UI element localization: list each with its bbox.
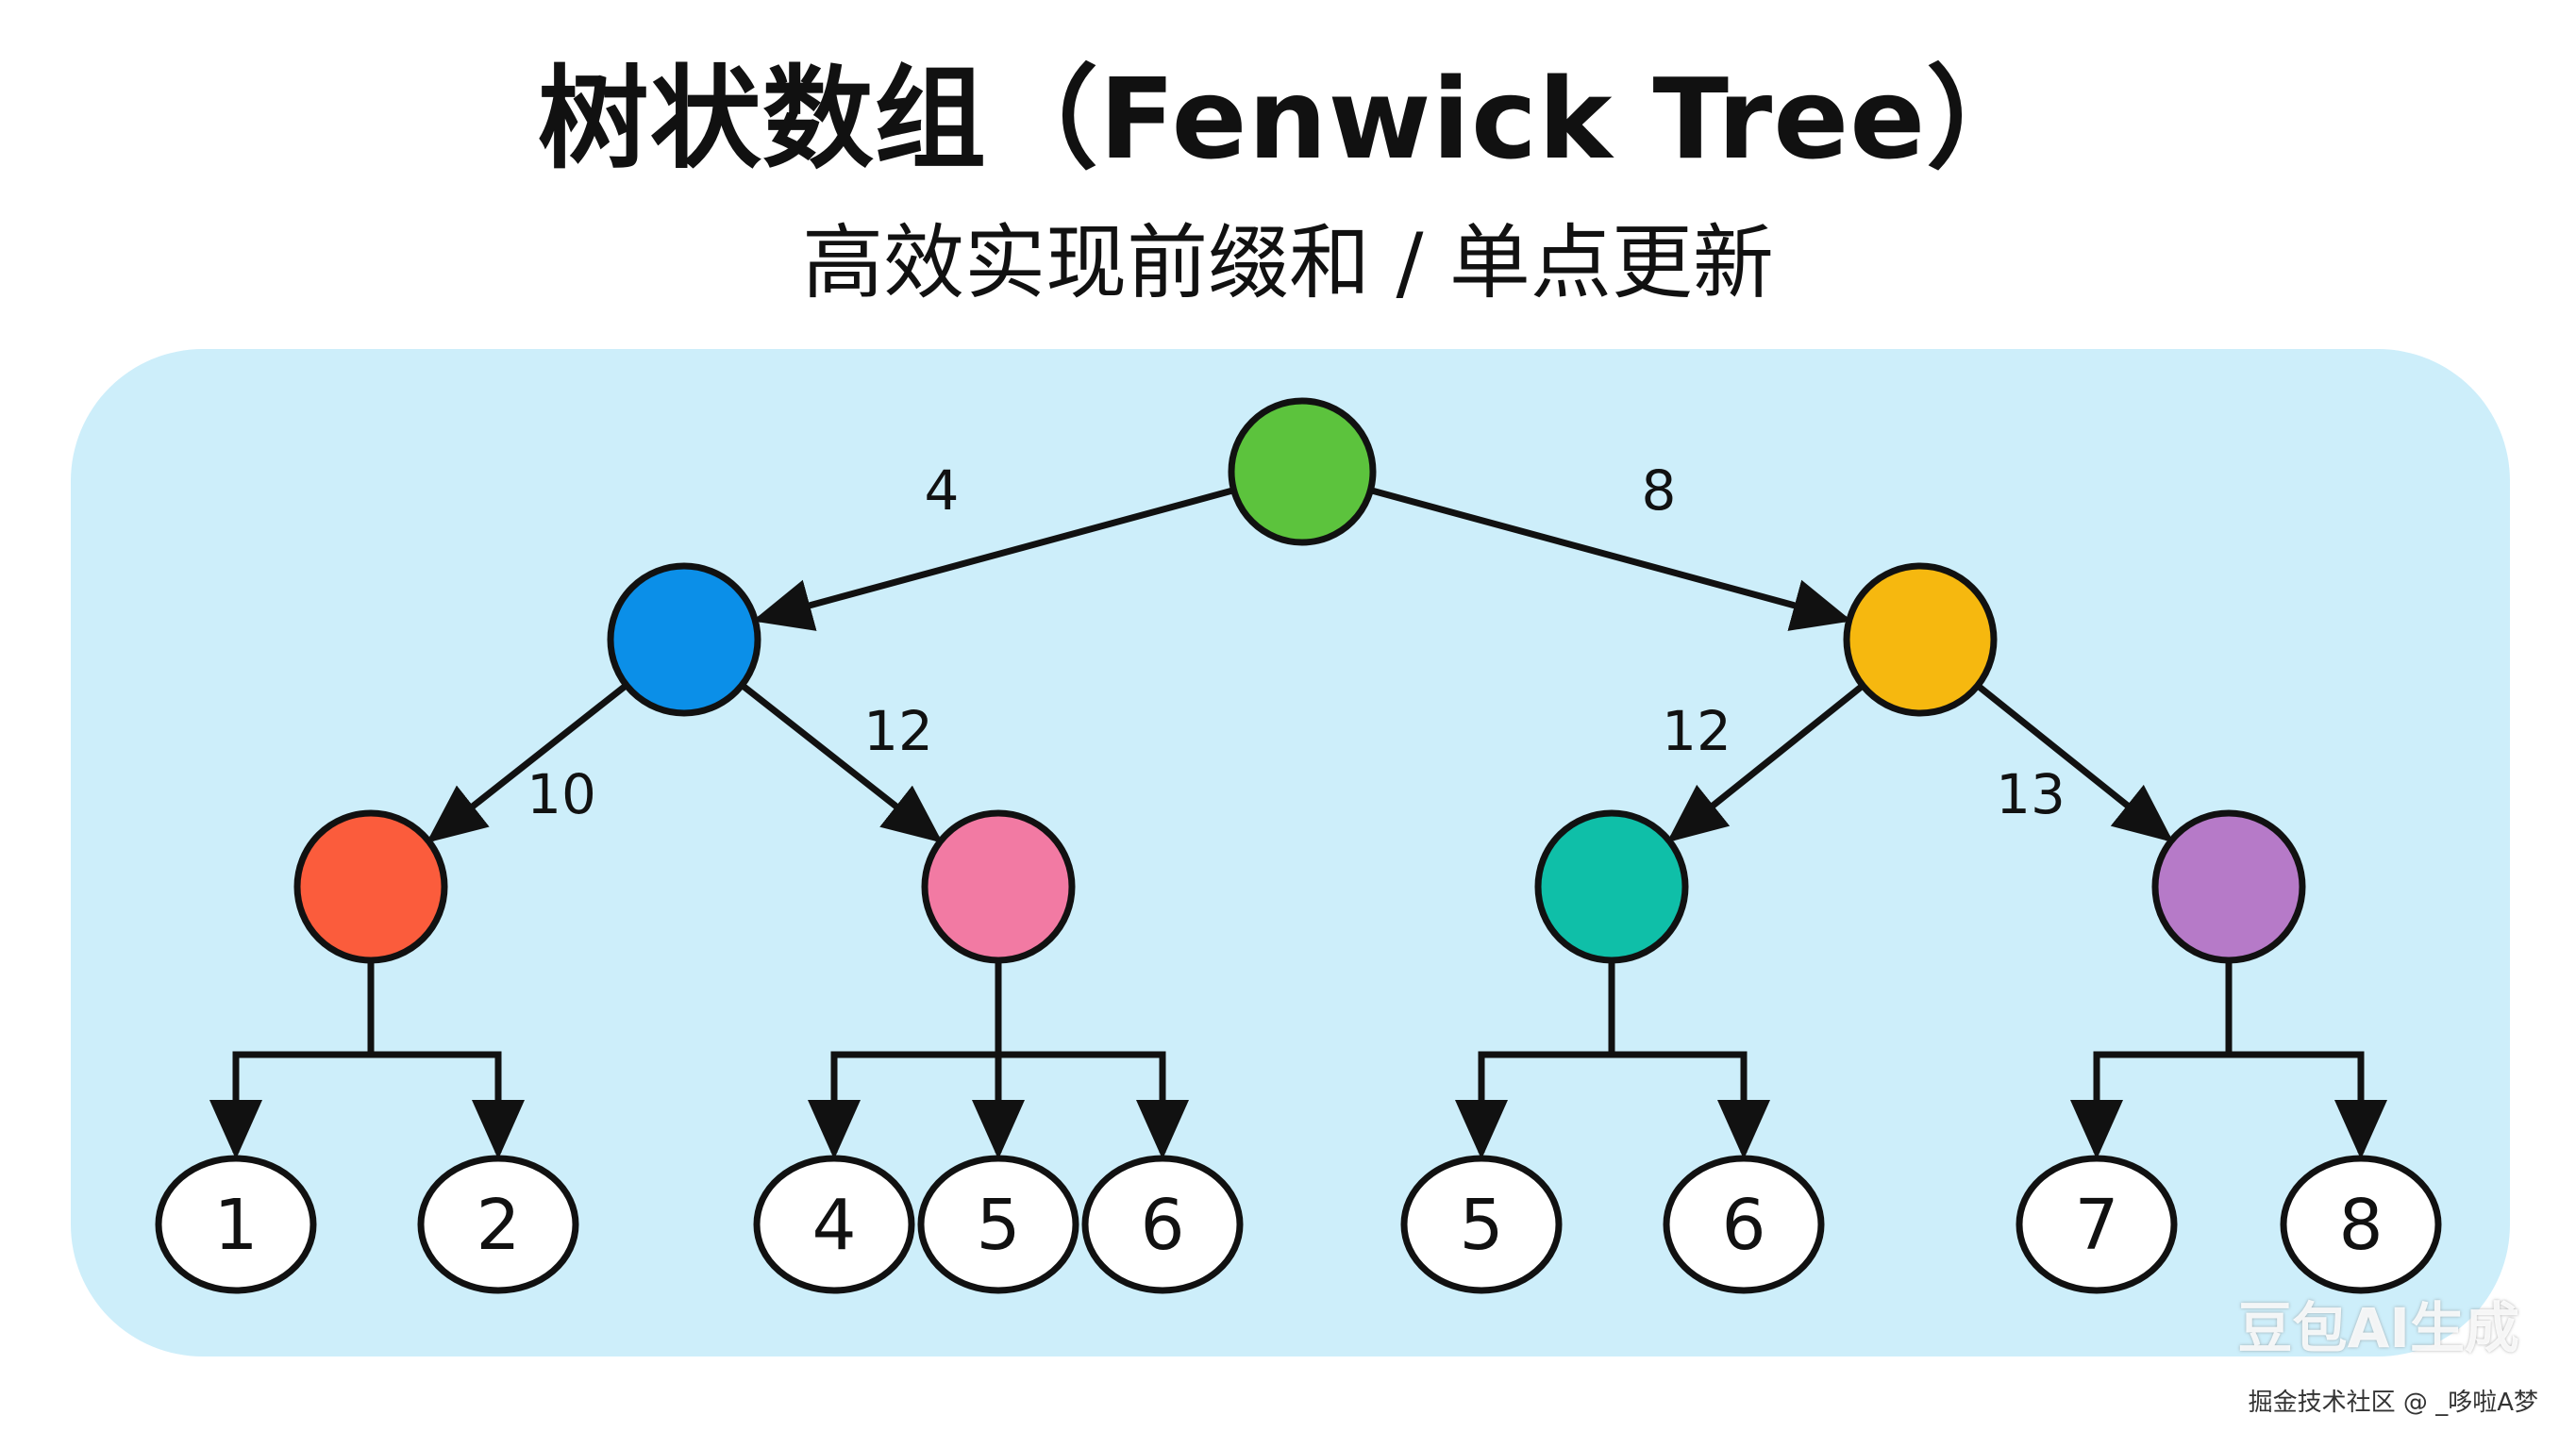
edge-weight-label: 10	[527, 762, 596, 826]
tree-node-leaf-8: 8	[2280, 1155, 2442, 1294]
leaf-oval	[917, 1155, 1079, 1294]
leaf-index-label: 7	[2074, 1185, 2118, 1266]
leaf-oval	[155, 1155, 317, 1294]
leaf-oval	[1081, 1155, 1244, 1294]
tree-node-l1-left	[607, 562, 761, 717]
tree-node-leaf-6b: 6	[1663, 1155, 1825, 1294]
tree-node-root	[1228, 397, 1377, 546]
tree-node-l2-a	[293, 809, 448, 964]
edge-arrow	[426, 682, 628, 843]
leaf-oval	[417, 1155, 579, 1294]
leaf-oval	[2016, 1155, 2178, 1294]
tree-node-leaf-2: 2	[417, 1155, 579, 1294]
tree-node-leaf-5b: 5	[1400, 1155, 1563, 1294]
node-circle	[1843, 562, 1998, 717]
watermark: 豆包AI生成	[2237, 1296, 2519, 1360]
tree-node-leaf-7: 7	[2016, 1155, 2178, 1294]
page-subtitle: 高效实现前缀和 / 单点更新	[802, 216, 1774, 310]
tree-node-leaf-6a: 6	[1081, 1155, 1244, 1294]
leaf-oval	[753, 1155, 915, 1294]
leaf-index-label: 1	[213, 1185, 258, 1266]
node-circle	[1534, 809, 1689, 964]
tree-node-leaf-1: 1	[155, 1155, 317, 1294]
leaf-index-label: 5	[1459, 1185, 1503, 1266]
tree-node-leaf-4: 4	[753, 1155, 915, 1294]
edge-weight-label: 12	[863, 699, 933, 763]
tree-node-l2-b	[921, 809, 1076, 964]
leaf-oval	[2280, 1155, 2442, 1294]
edge-arrow	[740, 682, 944, 843]
edge-arrow	[1666, 683, 1865, 843]
node-circle	[607, 562, 761, 717]
leaf-oval	[1663, 1155, 1825, 1294]
leaf-index-label: 2	[476, 1185, 520, 1266]
leaf-index-label: 8	[2338, 1185, 2383, 1266]
edge-weight-label: 4	[925, 458, 960, 523]
leaf-index-label: 6	[1721, 1185, 1765, 1266]
page-title: 树状数组（Fenwick Tree）	[537, 54, 2039, 184]
edge-arrow	[1975, 683, 2174, 843]
tree-node-leaf-5a: 5	[917, 1155, 1079, 1294]
node-circle	[921, 809, 1076, 964]
edge-weight-label: 13	[1996, 762, 2066, 826]
tree-node-l1-right	[1843, 562, 1998, 717]
edge-arrow	[1369, 487, 1852, 631]
tree-node-l2-d	[2151, 809, 2306, 964]
node-circle	[293, 809, 448, 964]
leaf-index-label: 5	[976, 1185, 1020, 1266]
tree-node-l2-c	[1534, 809, 1689, 964]
node-circle	[1228, 397, 1377, 546]
edge-arrow	[752, 487, 1235, 631]
leaf-index-label: 4	[811, 1185, 856, 1266]
edge-weight-label: 8	[1642, 458, 1677, 523]
leaf-index-label: 6	[1140, 1185, 1184, 1266]
leaf-oval	[1400, 1155, 1563, 1294]
node-circle	[2151, 809, 2306, 964]
edge-weight-label: 12	[1662, 699, 1731, 763]
credit-text: 掘金技术社区 @ _哆啦A梦	[2248, 1389, 2538, 1417]
